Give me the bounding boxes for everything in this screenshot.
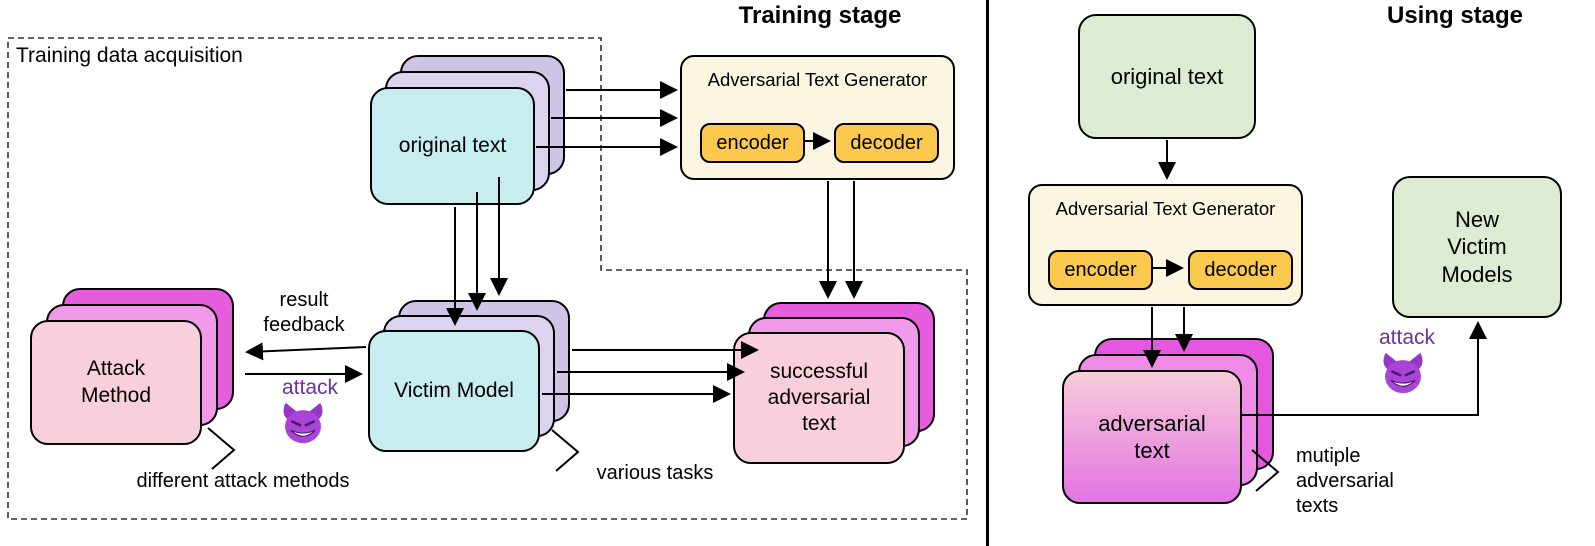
- generator-title: Adversarial Text Generator: [707, 69, 928, 90]
- devil-emoji-icon-using: [1383, 352, 1423, 394]
- original-text-box: original text: [370, 87, 535, 205]
- using-stage-title: Using stage: [1386, 2, 1524, 29]
- brace-various-tasks: [551, 429, 580, 472]
- generator-title-using: Adversarial Text Generator: [1055, 198, 1276, 219]
- devil-emoji-icon: [283, 402, 323, 444]
- result-feedback-label: result feedback: [263, 289, 345, 336]
- decoder-label-using: decoder: [1204, 258, 1277, 281]
- new-victim-models-label: New Victim Models: [1441, 206, 1513, 287]
- encoder-box: encoder: [700, 123, 805, 163]
- brace-different-attack-methods: [207, 427, 236, 470]
- different-attack-methods-label: different attack methods: [136, 470, 350, 492]
- arrow-result-feedback: [245, 342, 367, 361]
- attack-label-using: attack: [1378, 326, 1436, 349]
- original-text-label: original text: [398, 133, 507, 157]
- multiple-adversarial-texts-label: mutiple adversarial texts: [1296, 445, 1394, 517]
- encoder-label: encoder: [716, 131, 789, 154]
- stage-divider: [986, 0, 989, 546]
- original-text-label-using: original text: [1110, 63, 1224, 89]
- original-text-box-using: original text: [1078, 14, 1256, 139]
- adversarial-text-generator: Adversarial Text Generator encoder decod…: [680, 55, 955, 180]
- victim-model-box: Victim Model: [368, 330, 540, 452]
- attack-method-label: Attack Method: [80, 357, 152, 407]
- various-tasks-label: various tasks: [596, 462, 714, 484]
- adversarial-text-generator-using: Adversarial Text Generator encoder decod…: [1028, 184, 1303, 306]
- encoder-label-using: encoder: [1064, 258, 1137, 281]
- decoder-box: decoder: [834, 123, 939, 163]
- decoder-label: decoder: [850, 131, 923, 154]
- adversarial-text-label: adversarial text: [1098, 410, 1206, 464]
- new-victim-models-box: New Victim Models: [1392, 176, 1562, 318]
- encoder-box-using: encoder: [1048, 250, 1153, 290]
- training-data-acquisition-label: Training data acquisition: [16, 44, 243, 67]
- training-stage-title: Training stage: [738, 2, 902, 29]
- attack-method-box: Attack Method: [30, 320, 202, 445]
- adversarial-text-box: adversarial text: [1062, 370, 1242, 504]
- successful-adv-text-box: successful adversarial text: [733, 332, 905, 464]
- successful-adv-text-label: successful adversarial text: [767, 359, 871, 436]
- decoder-box-using: decoder: [1188, 250, 1293, 290]
- victim-model-label: Victim Model: [394, 379, 514, 402]
- attack-label-training: attack: [281, 376, 339, 399]
